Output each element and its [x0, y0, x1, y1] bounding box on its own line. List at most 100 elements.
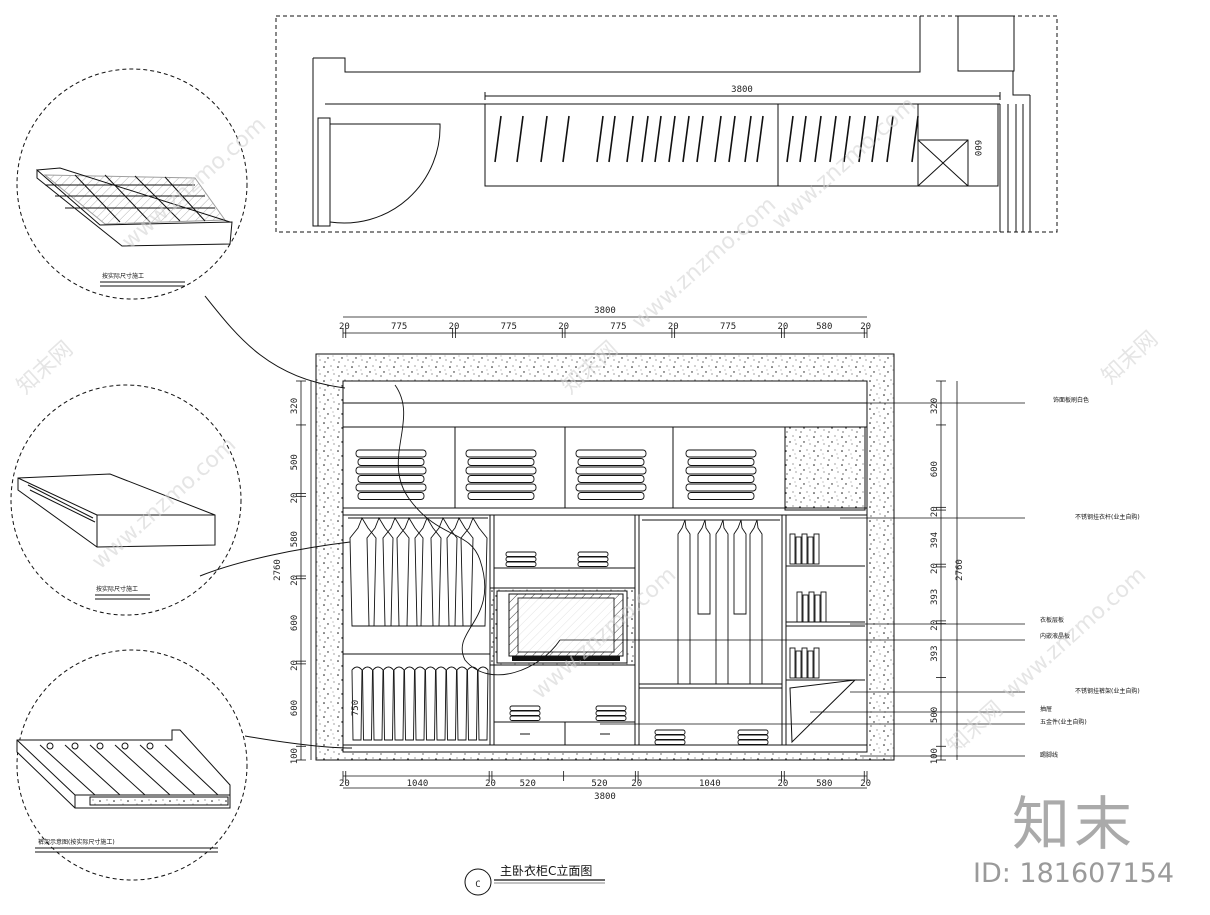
note-trouser-rack: 不锈钢挂裤架(业主自购) — [1075, 687, 1140, 695]
plan-hanger — [814, 115, 822, 163]
plan-hanger — [540, 115, 548, 163]
notes: 饰面板刷白色 不锈钢挂衣杆(业主自购) 衣板层板 内嵌液晶板 不锈钢挂裤架(业主… — [1040, 396, 1140, 759]
folded-clothes — [577, 475, 645, 483]
folded-clothes — [687, 458, 755, 466]
drawing-title-block: C 主卧衣柜C立面图 — [464, 863, 605, 896]
folded-clothes — [575, 449, 647, 458]
book — [807, 650, 814, 679]
bottom-dim-label: 20 — [860, 779, 871, 789]
right-dim-label: 600 — [930, 461, 940, 477]
watermark-brand-2: 知末网 — [1097, 327, 1163, 390]
top-dim-label: 20 — [668, 322, 679, 332]
folded-clothes — [687, 475, 755, 483]
top-dim-label: 775 — [720, 322, 736, 332]
plan-hanger — [654, 115, 662, 163]
note-hardware: 五金件(业主自购) — [1040, 718, 1087, 726]
folded-clothes — [355, 483, 427, 492]
dimension-ticks — [296, 328, 946, 781]
bottom-dim-label: 520 — [591, 779, 607, 789]
watermark-5: www.znzmo.com — [997, 562, 1151, 704]
hanging-trousers — [467, 666, 478, 741]
hanging-garment — [733, 519, 747, 615]
folded-clothes-small — [505, 556, 537, 562]
folded-clothes — [575, 483, 647, 492]
left-dim-label: 20 — [290, 493, 300, 504]
wardrobe-items — [349, 384, 827, 745]
folded-clothes-small — [737, 729, 769, 735]
bottom-dim-label: 520 — [520, 779, 536, 789]
hanging-jacket — [430, 516, 458, 627]
left-dim-label: 600 — [290, 700, 300, 716]
plan-hanger — [516, 115, 524, 163]
book — [807, 536, 814, 565]
bottom-total-label: 3800 — [594, 792, 616, 802]
note-leaders — [560, 402, 1025, 757]
hanging-jacket — [414, 516, 442, 627]
plan-hanger — [799, 115, 807, 163]
hanging-trousers — [372, 666, 384, 741]
hanging-jacket — [446, 516, 474, 627]
bottom-dim-label: 20 — [631, 779, 642, 789]
folded-clothes — [467, 492, 535, 500]
right-dim-label: 20 — [930, 563, 940, 574]
bottom-dim-label: 20 — [339, 779, 350, 789]
hanging-jacket — [366, 516, 394, 627]
plan-hanger — [728, 115, 736, 163]
dimension-lines — [300, 316, 958, 789]
right-dim-label: 500 — [930, 707, 940, 723]
folded-clothes — [685, 483, 757, 492]
book — [801, 647, 808, 679]
callout-3-label: 裤架示意图(按实际尺寸施工) — [38, 838, 115, 846]
folded-clothes — [685, 449, 757, 458]
callout-3 — [16, 649, 353, 881]
plan-hanger — [714, 115, 722, 163]
top-dim-label: 20 — [860, 322, 871, 332]
plan-hanger — [843, 115, 851, 163]
folded-clothes — [577, 492, 645, 500]
hanging-trousers — [477, 666, 489, 741]
folded-clothes — [575, 466, 647, 475]
watermark-brand-1: 知末网 — [12, 337, 78, 400]
book — [820, 591, 827, 623]
folded-clothes — [467, 458, 535, 466]
folded-clothes — [577, 458, 645, 466]
top-dim-label: 580 — [816, 322, 832, 332]
doodle-line — [394, 384, 561, 676]
right-dim-label: 394 — [930, 532, 940, 548]
folded-clothes-small — [577, 556, 609, 562]
left-height-label: 2760 — [273, 559, 283, 581]
rack-peg — [121, 742, 129, 750]
left-dim-label: 20 — [290, 660, 300, 671]
right-dim-label: 20 — [930, 506, 940, 517]
book — [802, 594, 809, 623]
top-dim-label: 775 — [391, 322, 407, 332]
folded-clothes-small — [654, 739, 686, 745]
plan-hanger — [829, 115, 837, 163]
brand-logo: 知末 — [1012, 790, 1137, 858]
book — [795, 650, 802, 679]
plan-hanger — [886, 115, 894, 163]
hanging-trousers — [404, 666, 415, 741]
top-dim-label: 20 — [339, 322, 350, 332]
folded-clothes — [465, 466, 537, 475]
rack-peg — [71, 742, 79, 750]
folded-clothes — [687, 492, 755, 500]
plan-hanger — [786, 115, 794, 163]
hanging-garment — [697, 519, 711, 615]
plan-hanger — [641, 115, 649, 163]
note-panel-finish: 饰面板刷白色 — [1053, 396, 1089, 404]
top-total-label: 3800 — [594, 306, 616, 316]
folded-clothes — [685, 466, 757, 475]
folded-clothes-small — [509, 715, 541, 721]
left-dim-label: 580 — [290, 531, 300, 547]
watermark-brand-4: 知末网 — [942, 697, 1008, 760]
plan-hanger — [596, 115, 604, 163]
folded-clothes-small — [595, 705, 627, 711]
inner-dim-label: 750 — [351, 700, 361, 716]
top-dim-label: 775 — [610, 322, 626, 332]
left-dim-label: 320 — [290, 398, 300, 414]
folded-clothes-small — [595, 710, 627, 716]
hanging-trousers — [393, 666, 405, 741]
folded-clothes-small — [654, 729, 686, 735]
